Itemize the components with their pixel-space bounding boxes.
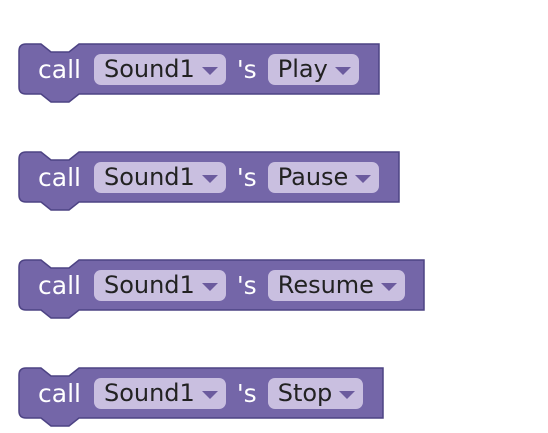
method-dropdown[interactable]: Pause bbox=[267, 161, 380, 193]
method-dropdown[interactable]: Resume bbox=[267, 269, 405, 301]
dropdown-arrow-icon bbox=[355, 174, 372, 183]
possessive-label: 's bbox=[236, 54, 257, 84]
component-dropdown-label: Sound1 bbox=[103, 271, 195, 299]
method-dropdown-label: Resume bbox=[277, 271, 374, 299]
possessive-label: 's bbox=[236, 270, 257, 300]
method-dropdown[interactable]: Stop bbox=[267, 377, 364, 409]
dropdown-arrow-icon bbox=[201, 174, 218, 183]
component-dropdown-label: Sound1 bbox=[103, 163, 195, 191]
component-dropdown[interactable]: Sound1 bbox=[93, 377, 226, 409]
dropdown-arrow-icon bbox=[334, 66, 351, 75]
component-dropdown[interactable]: Sound1 bbox=[93, 53, 226, 85]
component-dropdown-label: Sound1 bbox=[103, 379, 195, 407]
dropdown-arrow-icon bbox=[380, 282, 397, 291]
dropdown-arrow-icon bbox=[201, 390, 218, 399]
call-keyword: call bbox=[38, 54, 81, 84]
component-dropdown[interactable]: Sound1 bbox=[93, 269, 226, 301]
method-dropdown-label: Play bbox=[277, 55, 328, 83]
method-dropdown-label: Stop bbox=[277, 379, 333, 407]
method-dropdown[interactable]: Play bbox=[267, 53, 359, 85]
dropdown-arrow-icon bbox=[201, 66, 218, 75]
dropdown-arrow-icon bbox=[339, 390, 356, 399]
possessive-label: 's bbox=[236, 162, 257, 192]
call-keyword: call bbox=[38, 378, 81, 408]
call-keyword: call bbox=[38, 270, 81, 300]
method-dropdown-label: Pause bbox=[277, 163, 349, 191]
component-dropdown-label: Sound1 bbox=[103, 55, 195, 83]
component-dropdown[interactable]: Sound1 bbox=[93, 161, 226, 193]
dropdown-arrow-icon bbox=[201, 282, 218, 291]
possessive-label: 's bbox=[236, 378, 257, 408]
call-keyword: call bbox=[38, 162, 81, 192]
